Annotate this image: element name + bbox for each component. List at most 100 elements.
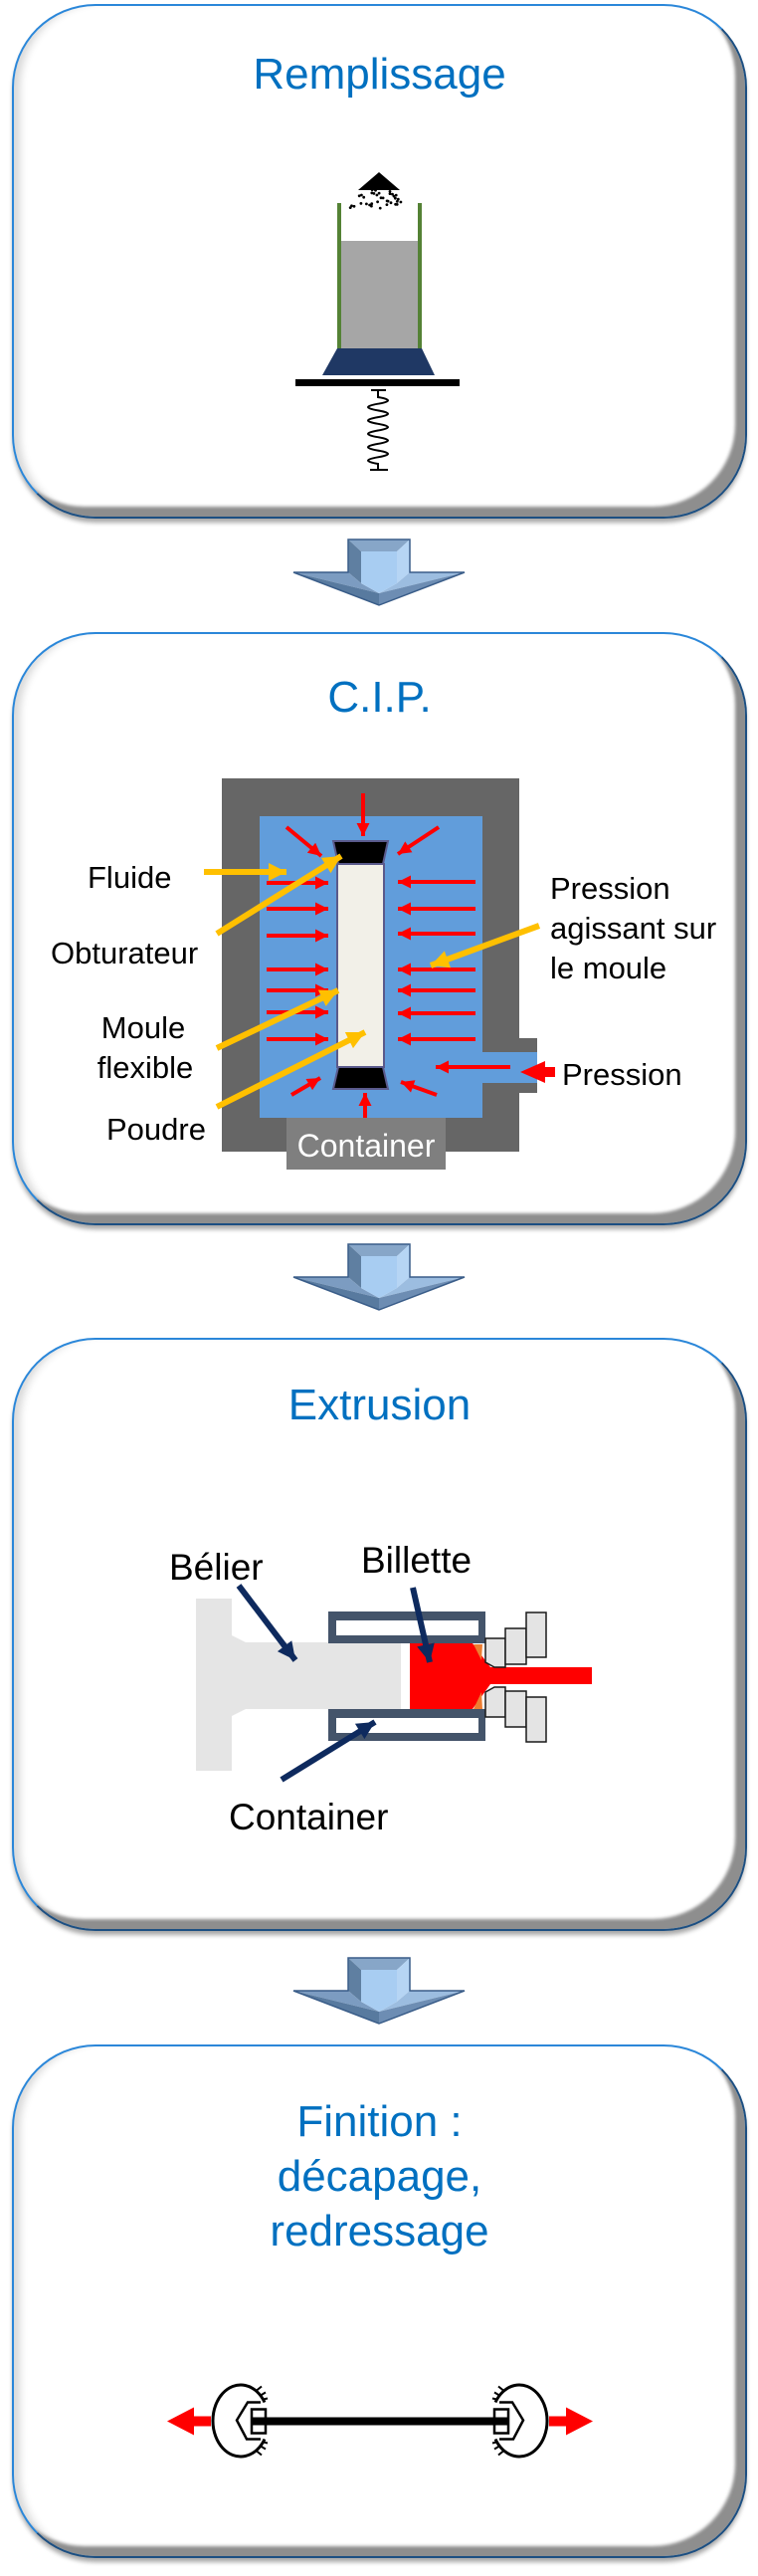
callout-arrow-pressure-on-mold xyxy=(429,923,541,968)
die-block xyxy=(484,1686,506,1718)
arrow-face xyxy=(361,1256,397,1298)
label-fluid: Fluide xyxy=(88,860,171,895)
step-card-remplissage: Remplissage xyxy=(12,4,747,519)
arrow-bevel-right xyxy=(397,1244,410,1288)
billet-skin-top xyxy=(474,1644,482,1660)
callout-arrows xyxy=(204,853,541,1110)
pressure-arrow xyxy=(400,1080,438,1097)
powder-grain xyxy=(370,191,374,195)
powder-grain xyxy=(348,206,352,210)
arrow-face xyxy=(361,1970,397,2012)
label-ram: Bélier xyxy=(169,1547,264,1588)
arrow-face xyxy=(361,551,397,593)
powder-grain xyxy=(359,202,363,205)
powder-cone xyxy=(358,172,400,190)
spring-icon xyxy=(367,389,389,471)
container-label-box: Container xyxy=(286,1118,446,1170)
left-gripper xyxy=(167,2383,269,2459)
gripper-jaw xyxy=(493,2383,549,2459)
powder-grain xyxy=(379,196,383,200)
container-label-background xyxy=(286,1118,446,1170)
step-title: Finition : décapage, redressage xyxy=(14,2094,745,2258)
down-arrow-icon xyxy=(292,1957,466,2025)
powder-grain xyxy=(386,199,390,203)
powder-grain xyxy=(392,194,396,198)
powder-grain xyxy=(375,193,379,197)
arrow-outline xyxy=(292,1957,466,2025)
powder-grain xyxy=(370,188,374,192)
pressure-arrows xyxy=(267,793,510,1118)
powder-grain xyxy=(365,202,368,206)
gripper-serration xyxy=(491,2385,504,2457)
powder-grain xyxy=(385,203,389,207)
container-wall-top-inner xyxy=(336,1620,478,1635)
down-arrow-icon xyxy=(292,538,466,606)
callout-arrows xyxy=(236,1584,435,1783)
rod xyxy=(252,2417,508,2426)
die-block xyxy=(504,1627,527,1665)
label-plug: Obturateur xyxy=(51,936,198,970)
die-wall-right xyxy=(418,203,422,348)
step-title-line: décapage, xyxy=(277,2152,482,2201)
ram xyxy=(196,1599,401,1771)
extrusion-die xyxy=(484,1611,547,1743)
powder-grain xyxy=(395,200,399,203)
powder-grain xyxy=(357,194,361,198)
powder-grain xyxy=(396,197,400,201)
gripper-serration xyxy=(256,2385,269,2457)
powder-grain xyxy=(370,202,374,206)
step-card-cip: C.I.P. Container xyxy=(12,632,747,1225)
arrow-bevel-top xyxy=(348,539,410,551)
arrow-outline xyxy=(292,1243,466,1311)
callout-arrow-container xyxy=(280,1719,377,1783)
arrow-outline xyxy=(292,538,466,606)
powder-grain xyxy=(374,188,377,192)
die-block xyxy=(504,1690,527,1728)
powder-grain xyxy=(391,192,394,196)
billet xyxy=(410,1643,592,1709)
pressure-arrow xyxy=(396,825,441,856)
pull-arrow-right-icon xyxy=(549,2407,593,2436)
cip-illustration: Container xyxy=(51,778,716,1170)
gripper-jaw xyxy=(211,2383,267,2459)
pull-arrow-left-icon xyxy=(167,2407,211,2436)
step-card-finition: Finition : décapage, redressage xyxy=(12,2044,747,2558)
powder-grain xyxy=(399,200,403,204)
label-pressure-on-mold-line3: le moule xyxy=(550,951,666,985)
step-title-line: Finition : xyxy=(296,2097,463,2146)
arrow-bevel-left xyxy=(348,1958,361,2002)
step-title: C.I.P. xyxy=(327,673,432,722)
label-pressure-on-mold-line2: agissant sur xyxy=(550,911,716,946)
powder-grain xyxy=(360,193,363,197)
powder-grain xyxy=(389,201,393,205)
container-wall-top xyxy=(328,1611,485,1643)
die-block xyxy=(525,1696,547,1743)
label-mold-line2: flexible xyxy=(97,1050,194,1085)
filling-illustration xyxy=(295,172,460,471)
billet-skin-bottom xyxy=(474,1692,482,1709)
die-wall-left xyxy=(337,203,341,348)
container-label: Container xyxy=(297,1128,436,1164)
label-powder: Poudre xyxy=(106,1112,206,1147)
powder-grain xyxy=(352,204,356,208)
callout-arrow-mold xyxy=(215,987,340,1051)
label-pressure-on-mold-line1: Pression xyxy=(550,871,670,906)
label-pressure-inlet: Pression xyxy=(562,1057,682,1092)
powder-grain xyxy=(394,193,398,197)
extrusion-illustration: Bélier Billette Container xyxy=(169,1540,592,1837)
pressure-arrow xyxy=(289,1076,322,1097)
label-container: Container xyxy=(229,1797,388,1837)
gripper-wedge xyxy=(499,2401,525,2441)
arrow-bevel-right xyxy=(397,1958,410,2002)
lower-punch xyxy=(322,348,435,375)
powder-grain xyxy=(394,196,397,200)
gripper-wedge xyxy=(235,2401,261,2441)
step-title-line: redressage xyxy=(270,2207,489,2255)
powder-grain xyxy=(381,196,385,200)
gripper-clamp xyxy=(250,2408,268,2435)
powder-grain xyxy=(370,204,373,208)
straightening-illustration xyxy=(167,2383,593,2459)
step-card-extrusion: Extrusion xyxy=(12,1338,747,1931)
callout-arrow-powder xyxy=(215,1029,367,1110)
